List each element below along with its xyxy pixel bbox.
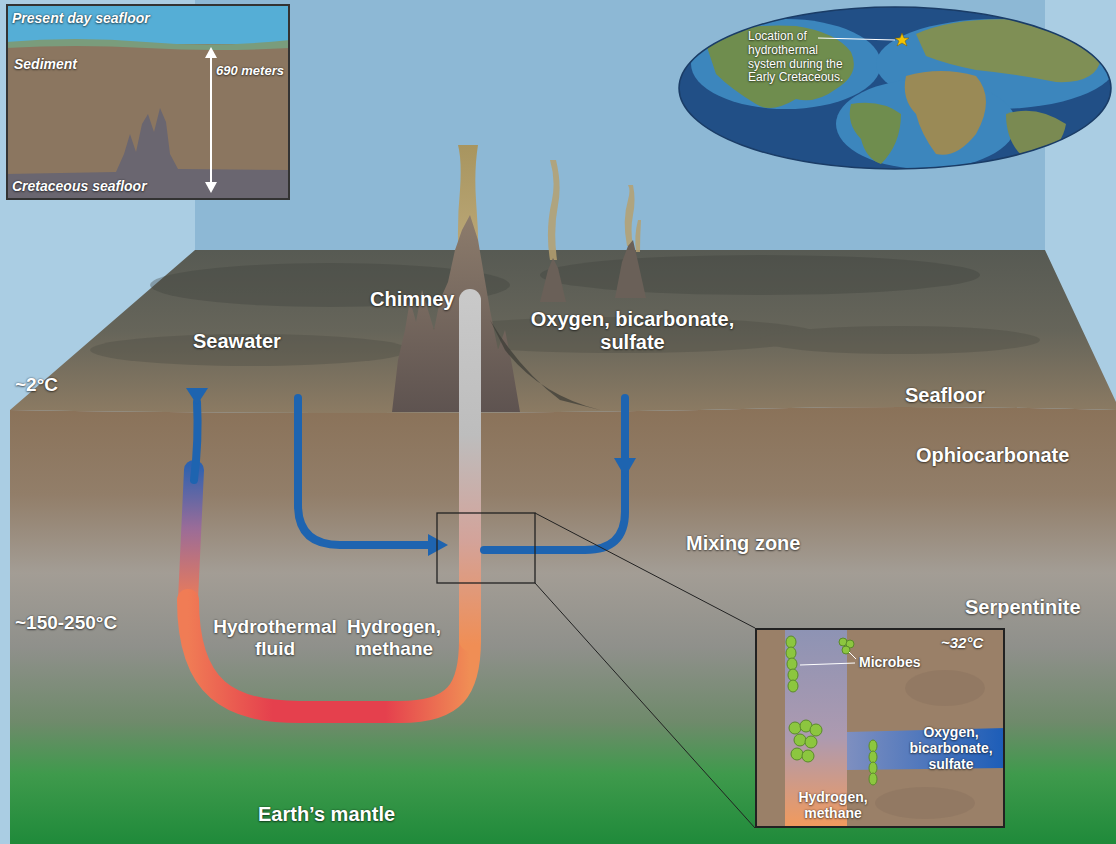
layer-label: Serpentinite	[965, 596, 1110, 619]
murky-fog	[90, 255, 1040, 366]
inset-text: Hydrogen, methane	[785, 789, 881, 821]
illustration-part	[786, 636, 796, 648]
illustration-part	[869, 751, 877, 763]
illustration-part	[6, 108, 290, 200]
small-plume	[635, 220, 641, 252]
illustration-part	[875, 787, 975, 819]
illustration-part	[905, 71, 986, 155]
small-chimney	[615, 240, 646, 298]
illustration-part	[756, 629, 1004, 827]
fluid-flow	[188, 470, 194, 600]
illustration-part	[849, 652, 856, 659]
zoom-leader	[535, 583, 755, 828]
temperature-label: ~2°C	[15, 374, 95, 396]
illustration-part	[787, 658, 797, 670]
layer-label: Earth’s mantle	[258, 803, 458, 826]
illustration-part	[869, 740, 877, 752]
inset-panel: Present day seafloorSediment 690 metersCr…	[6, 4, 290, 200]
zoom-inset: ~32°C MicrobesOxygen, bicarbonate, sulfat…	[755, 628, 1005, 828]
illustration-part	[1006, 111, 1066, 159]
illustration-part	[7, 5, 289, 199]
inset-text: Oxygen, bicarbonate, sulfate	[900, 724, 1002, 772]
temperature-label: ~150-250°C	[15, 612, 155, 634]
illustration-part	[791, 748, 803, 760]
seawater-arrow	[298, 398, 430, 545]
illustration-part	[6, 4, 290, 200]
small-plume	[625, 185, 635, 246]
seawater-arrow	[194, 402, 198, 480]
illustration-part	[805, 736, 817, 748]
zoom-leader	[535, 513, 755, 628]
illustration-part	[205, 47, 217, 58]
arrow-head	[614, 458, 636, 477]
illustration-part	[6, 4, 290, 200]
illustration-part	[788, 680, 798, 692]
seafloor-surface	[10, 250, 1116, 413]
inset-text: Cretaceous seafloor	[12, 178, 212, 194]
arrow-head	[186, 388, 208, 405]
inset-text: Present day seafloor	[12, 10, 212, 26]
globe-map: Location of hydrothermal system during t…	[676, 4, 1114, 172]
flow-label: Hydrothermal fluid	[205, 616, 345, 660]
fluid-flow	[459, 300, 481, 640]
flow-label: Oxygen, bicarbonate, sulfate	[515, 308, 750, 354]
illustration-part	[6, 4, 290, 44]
crust-block	[10, 407, 1116, 844]
illustration-part	[794, 734, 806, 746]
illustration-part	[755, 628, 1005, 828]
illustration-part	[869, 762, 877, 774]
flow-label: Hydrogen, methane	[335, 616, 453, 660]
illustration-part	[802, 750, 814, 762]
illustration-part	[205, 182, 217, 193]
fluid-flow	[188, 600, 470, 712]
arrow-head	[428, 534, 448, 556]
seawater-arrow	[484, 398, 625, 550]
inset-text: Location of hydrothermal system during t…	[748, 30, 856, 85]
illustration-part	[760, 326, 1040, 354]
inset-text: Microbes	[859, 654, 945, 670]
illustration-part	[850, 103, 901, 164]
small-chimney	[540, 258, 566, 302]
layer-label: Seafloor	[905, 384, 1035, 407]
illustration-part	[540, 255, 980, 295]
illustration-part	[676, 4, 1114, 172]
flow-label: Seawater	[193, 330, 303, 353]
illustration-part	[691, 19, 881, 109]
part-label: Chimney	[370, 288, 454, 311]
small-plume	[548, 160, 560, 260]
illustration-part	[788, 669, 798, 681]
illustration-part	[210, 54, 212, 186]
zone-label: Mixing zone	[686, 532, 836, 555]
illustration-part	[895, 33, 909, 46]
illustration-part	[691, 19, 1114, 169]
illustration-part	[842, 646, 850, 654]
illustration-part	[810, 724, 822, 736]
illustration-part	[905, 670, 985, 706]
illustration-part	[800, 663, 855, 665]
chimney	[392, 215, 520, 412]
layer-label: Ophiocarbonate	[916, 444, 1106, 467]
illustration-part	[789, 722, 801, 734]
inset-text: Sediment	[14, 56, 124, 72]
illustration-part	[679, 7, 1111, 169]
inset-text: 690 meters	[216, 64, 286, 79]
chimney-shadow	[490, 320, 600, 410]
illustration-part	[6, 39, 290, 50]
illustration-part	[818, 38, 895, 40]
illustration-part	[869, 773, 877, 785]
illustration-part	[786, 647, 796, 659]
zoom-frame	[437, 513, 535, 583]
inset-text: ~32°C	[941, 634, 1001, 651]
